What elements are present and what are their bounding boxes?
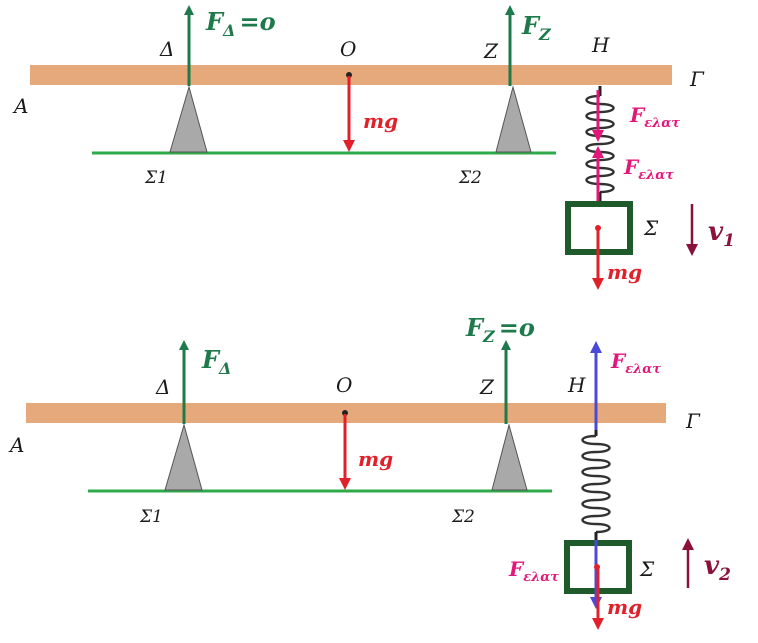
top-label-block: Σ (643, 216, 659, 240)
bottom-elastic-1-label: Fελατ (610, 349, 661, 377)
bottom-label-sigma1: Σ1 (139, 507, 163, 527)
bottom-label-sigma2: Σ2 (451, 507, 475, 527)
top-label-sigma1: Σ1 (144, 168, 168, 188)
bottom-label-A: A (8, 433, 24, 457)
top-diagram: A Γ Δ O Z H Σ1 Σ2 Σ FΔ=o FZ mg mg Fελατ … (12, 5, 735, 290)
bottom-weight-beam-label: mg (358, 447, 393, 471)
bottom-elastic-2-label: Fελατ (508, 557, 559, 585)
bottom-velocity-label: v2 (704, 551, 731, 585)
bottom-support-2 (491, 423, 528, 491)
top-label-O: O (340, 37, 356, 61)
bottom-label-block: Σ (639, 557, 655, 581)
bottom-diagram: A Γ Δ O Z H Σ1 Σ2 Σ FΔ FZ=o mg mg Fελατ … (8, 313, 731, 630)
top-label-Delta: Δ (159, 37, 174, 61)
bottom-force-z-label: FZ=o (465, 313, 535, 346)
bottom-spring-coil (581, 434, 611, 534)
top-force-delta-label: FΔ=o (205, 7, 276, 40)
bottom-support-1 (164, 423, 203, 491)
top-label-Z: Z (483, 39, 499, 63)
bottom-label-H: H (567, 373, 586, 397)
top-weight-beam-label: mg (363, 109, 398, 133)
bottom-label-Delta: Δ (155, 375, 170, 399)
top-label-Gamma: Γ (689, 67, 705, 91)
top-label-H: H (591, 33, 610, 57)
top-support-2 (495, 85, 532, 153)
top-force-z-label: FZ (521, 11, 552, 44)
top-velocity-label: v1 (708, 217, 735, 251)
top-support-1 (169, 85, 208, 153)
top-spring-coil (585, 94, 615, 194)
bottom-label-O: O (336, 373, 352, 397)
bottom-label-Z: Z (479, 375, 495, 399)
top-weight-block-label: mg (607, 260, 642, 284)
bottom-weight-block-label: mg (607, 595, 642, 619)
bottom-label-Gamma: Γ (685, 409, 701, 433)
top-elastic-1-label: Fελατ (629, 103, 680, 131)
top-label-sigma2: Σ2 (458, 168, 482, 188)
top-elastic-2-label: Fελατ (623, 155, 674, 183)
top-label-A: A (12, 94, 28, 118)
bottom-force-delta-label: FΔ (201, 345, 231, 378)
